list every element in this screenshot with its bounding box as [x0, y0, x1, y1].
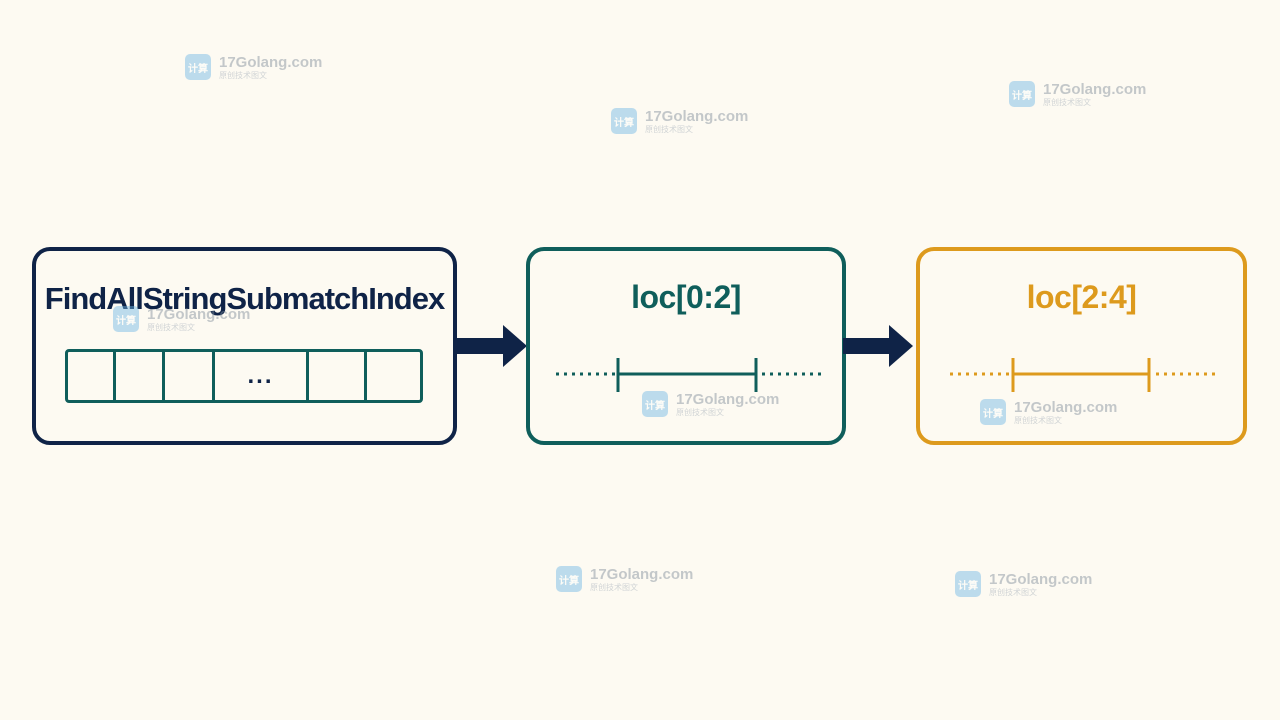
watermark-subtext: 原创技术图文: [590, 582, 638, 592]
array-cell: [309, 352, 367, 400]
watermark-logo-icon: 计算: [1009, 81, 1035, 107]
loc-range-box-second: loc[2:4]: [916, 247, 1247, 445]
watermark-text: 17Golang.com: [645, 107, 749, 125]
watermark-subtext: 原创技术图文: [989, 587, 1037, 597]
range-marker-icon: [556, 358, 822, 392]
watermark-subtext: 原创技术图文: [219, 70, 267, 80]
watermark-text: 17Golang.com: [590, 565, 694, 583]
array-cell: [68, 352, 116, 400]
loc-range-title: loc[2:4]: [1026, 279, 1137, 315]
loc-range-box-first: loc[0:2]: [526, 247, 846, 445]
watermark-text: 17Golang.com: [219, 53, 323, 71]
array-ellipsis-cell: ...: [215, 352, 309, 400]
flow-arrow-icon: [843, 325, 913, 367]
watermark-logo-icon: 计算: [185, 54, 211, 80]
array-cell: [116, 352, 165, 400]
watermark-text: 17Golang.com: [989, 570, 1093, 588]
watermark-logo-icon: 计算: [611, 108, 637, 134]
watermark-text: 17Golang.com: [1043, 80, 1147, 98]
watermark-subtext: 原创技术图文: [1043, 97, 1091, 107]
loc-range-title: loc[0:2]: [631, 279, 741, 315]
result-array: ...: [65, 349, 423, 403]
watermark-subtext: 原创技术图文: [645, 124, 693, 134]
watermark-logo-icon: 计算: [556, 566, 582, 592]
array-cell: [165, 352, 215, 400]
flow-arrow-icon: [455, 325, 527, 367]
function-title: FindAllStringSubmatchIndex: [44, 281, 445, 316]
function-box: FindAllStringSubmatchIndex ...: [32, 247, 457, 445]
watermark-logo-icon: 计算: [955, 571, 981, 597]
array-cell: [367, 352, 420, 400]
range-marker-icon: [950, 358, 1216, 392]
